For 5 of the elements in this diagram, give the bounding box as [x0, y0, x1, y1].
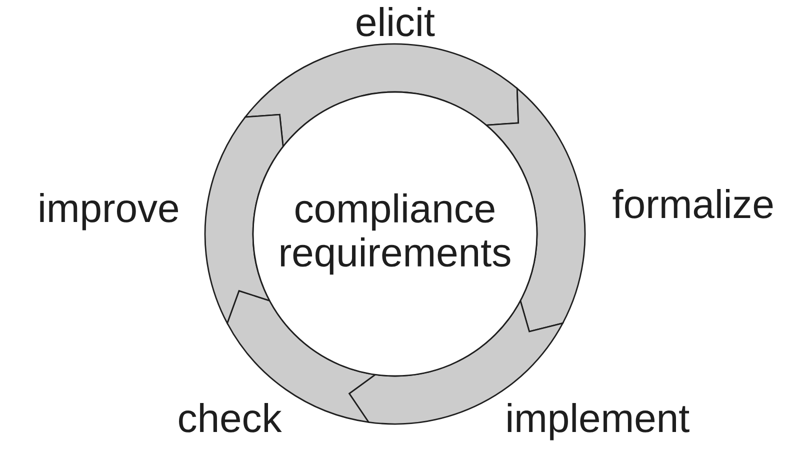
step-label: formalize	[612, 189, 773, 218]
step-label: improve	[40, 193, 178, 230]
step-label: elicit	[356, 7, 435, 36]
step-label: check	[179, 403, 282, 432]
step-label: implement	[508, 403, 690, 440]
